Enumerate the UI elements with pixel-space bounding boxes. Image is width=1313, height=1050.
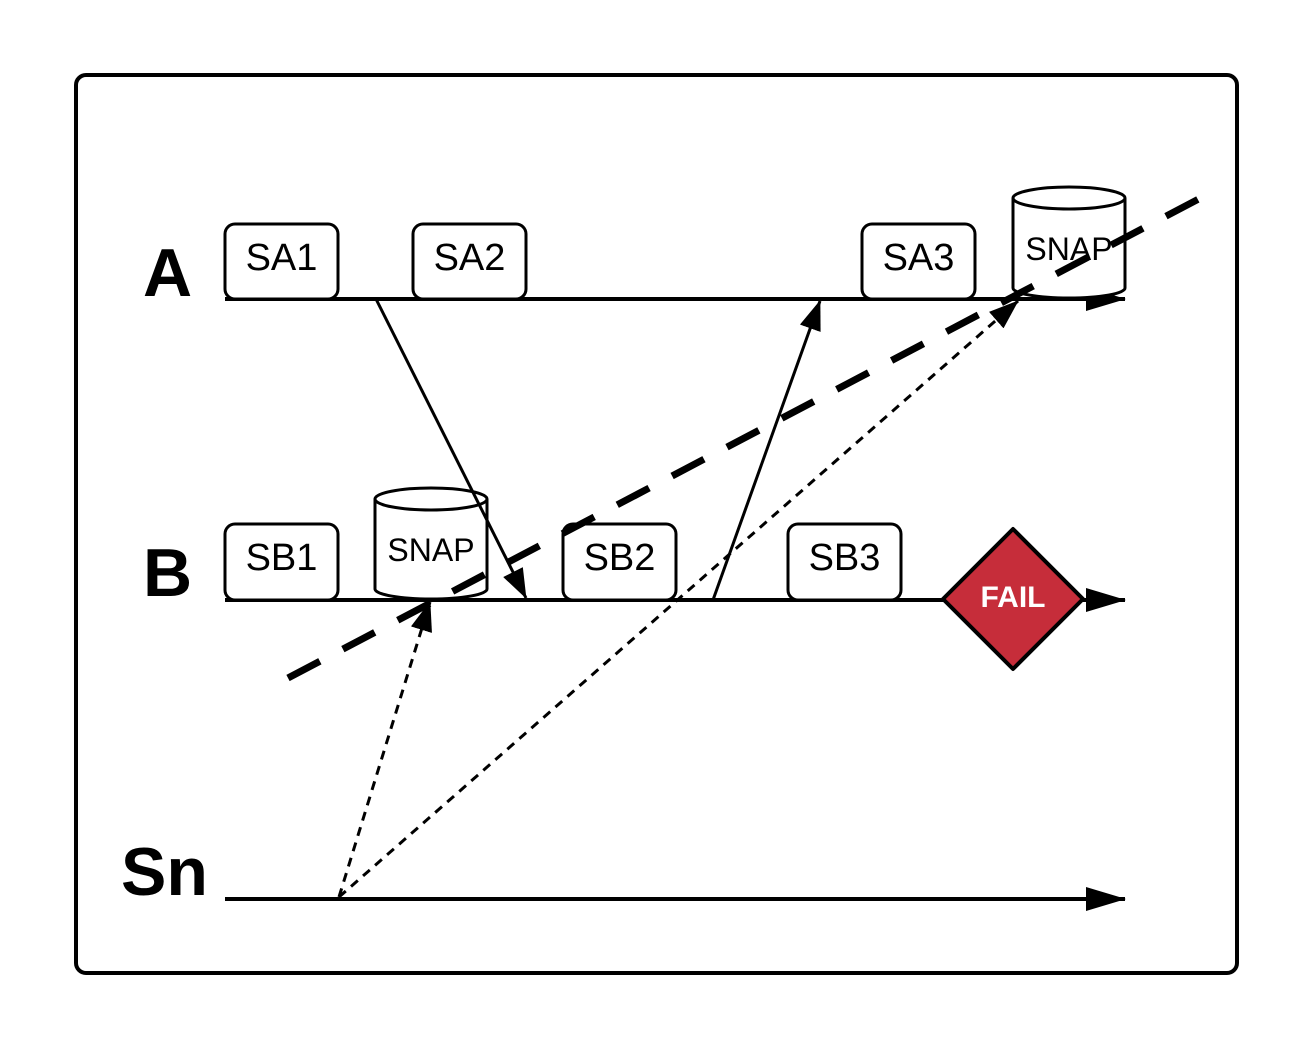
state-label: SB2	[584, 537, 656, 579]
message-arrow-b-to-a	[711, 300, 822, 601]
snapshot-cylinder-a: SNAP	[1011, 185, 1127, 300]
marker-arrow-sn-to-b	[337, 601, 432, 898]
state-label: SB3	[809, 537, 881, 579]
state-box-sa1: SA1	[223, 222, 340, 301]
snapshot-label: SNAP	[387, 532, 474, 568]
state-label: SA3	[883, 237, 955, 279]
snapshot-label: SNAP	[1025, 231, 1112, 267]
state-box-sb3: SB3	[786, 522, 903, 602]
state-label: SA2	[434, 237, 506, 279]
state-box-sb1: SB1	[223, 522, 340, 602]
snapshot-cut-line	[286, 188, 1214, 682]
state-label: SB1	[246, 537, 318, 579]
state-box-sa3: SA3	[860, 222, 977, 301]
state-box-sa2: SA2	[411, 222, 528, 301]
lane-label-a: A	[143, 235, 192, 311]
marker-arrow-sn-to-a	[338, 299, 1019, 899]
message-arrow-a-to-b	[374, 298, 528, 599]
lane-label-sn: Sn	[121, 834, 208, 910]
fail-marker: FAIL	[941, 527, 1085, 671]
state-box-sb2: SB2	[561, 522, 678, 602]
fail-label: FAIL	[981, 581, 1046, 614]
lane-label-b: B	[143, 535, 192, 611]
snapshot-cylinder-b: SNAP	[373, 486, 489, 601]
state-label: SA1	[246, 237, 318, 279]
